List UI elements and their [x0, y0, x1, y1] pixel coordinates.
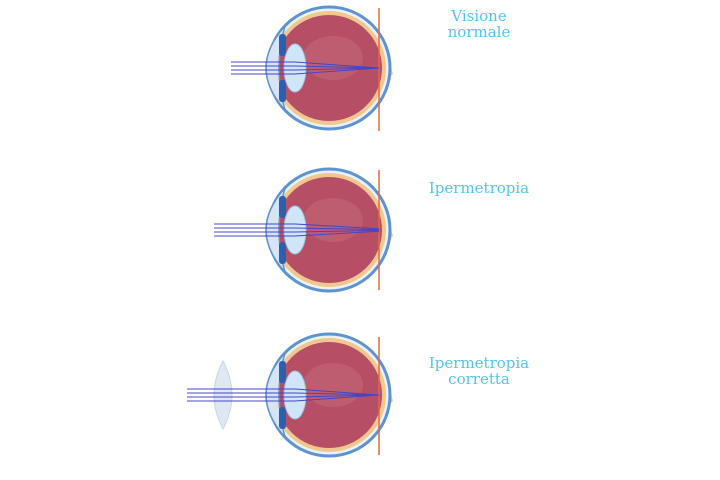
light-ray	[214, 227, 380, 231]
crystalline-lens	[283, 205, 307, 255]
light-ray	[231, 67, 380, 75]
crystalline-lens	[283, 370, 307, 420]
label-corrected-hyperopia: Ipermetropia corretta	[404, 355, 554, 387]
iris-upper	[279, 361, 286, 383]
eye-panel-2	[214, 167, 393, 293]
eye-panel-3	[187, 332, 393, 458]
light-ray	[231, 67, 380, 71]
iris-upper	[279, 34, 286, 56]
iris-lower	[279, 80, 286, 102]
vitreous-highlight	[303, 36, 363, 80]
iris-upper	[279, 196, 286, 218]
iris-lower	[279, 242, 286, 264]
light-ray	[214, 229, 380, 233]
label-normal-vision-line-1: Visione	[451, 7, 507, 25]
light-ray	[231, 65, 380, 69]
eye-panel-1	[231, 5, 393, 131]
label-normal-vision-line-2: normale	[447, 23, 511, 41]
light-ray	[214, 230, 380, 237]
label-hyperopia-line-1: Ipermetropia	[428, 179, 530, 197]
light-ray	[187, 388, 380, 396]
light-ray	[187, 394, 380, 398]
vitreous-body	[276, 177, 382, 283]
label-normal-vision: Visione normale	[404, 8, 554, 40]
light-ray	[187, 392, 380, 396]
label-hyperopia: Ipermetropia	[404, 180, 554, 196]
light-ray	[214, 223, 380, 230]
corrective-lens	[213, 359, 233, 431]
vitreous-highlight	[303, 363, 363, 407]
label-corrected-hyperopia-line-1: Ipermetropia	[428, 354, 530, 372]
label-corrected-hyperopia-line-2: corretta	[448, 370, 510, 388]
light-ray	[231, 61, 380, 69]
iris-lower	[279, 407, 286, 429]
vitreous-body	[276, 342, 382, 448]
light-ray	[187, 394, 380, 402]
vitreous-body	[276, 15, 382, 121]
crystalline-lens	[283, 43, 307, 93]
